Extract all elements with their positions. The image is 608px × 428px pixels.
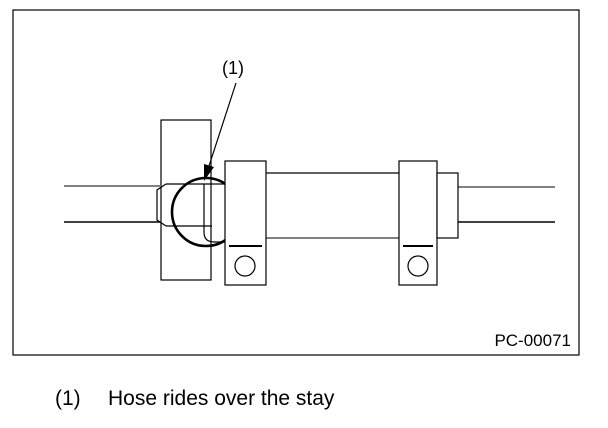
callout-label: (1): [222, 58, 244, 78]
stay-bracket: [160, 119, 212, 281]
legend-marker: (1): [55, 387, 81, 410]
callout-leader-arrow: [204, 82, 237, 181]
figure-code: PC-00071: [494, 331, 571, 350]
clamp-right: [398, 160, 438, 286]
clamp-left: [224, 160, 267, 286]
pipe-collar-right: [436, 172, 459, 239]
legend-item: (1) Hose rides over the stay: [55, 387, 335, 410]
pipe-lines: [64, 172, 555, 239]
figure-frame: [12, 9, 580, 356]
legend-text: Hose rides over the stay: [108, 387, 335, 410]
